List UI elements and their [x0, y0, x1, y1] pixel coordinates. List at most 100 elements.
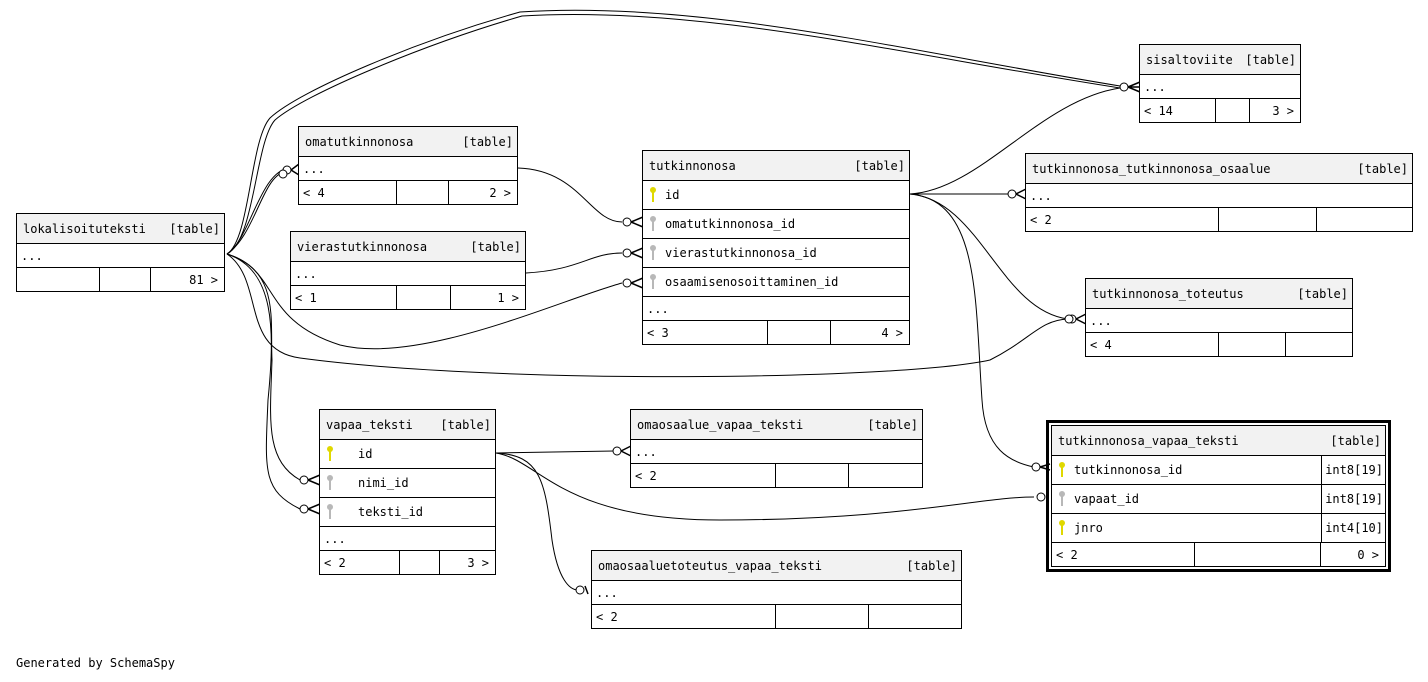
table-header[interactable]: omaosaaluetoteutus_vapaa_teksti [table]	[592, 551, 961, 580]
column-name: vapaat_id	[1074, 492, 1140, 506]
edge-lokalisoituteksti-omatutkinnonosa-2	[226, 171, 285, 255]
rows-count	[99, 268, 150, 291]
children-count[interactable]	[868, 605, 961, 628]
table-header[interactable]: tutkinnonosa_tutkinnonosa_osaalue[table]	[1026, 154, 1412, 183]
table-header[interactable]: tutkinnonosa[table]	[643, 151, 909, 180]
rows-count	[396, 181, 448, 204]
table-name[interactable]: omaosaaluetoteutus_vapaa_teksti	[598, 558, 822, 573]
column-type: int4[10]	[1321, 514, 1385, 542]
more-columns: ...	[17, 243, 224, 267]
parents-count[interactable]: < 2	[635, 468, 657, 483]
column-row[interactable]: omatutkinnonosa_id	[643, 209, 909, 238]
column-name: nimi_id	[358, 476, 409, 490]
children-count[interactable]: 0 >	[1320, 543, 1385, 566]
edge-tutkinnonosa-tvt	[909, 193, 1035, 468]
parents-count[interactable]: < 2	[324, 555, 346, 570]
edge-vierastutkinnonosa-tutkinnonosa	[525, 252, 623, 274]
table-omatutkinnonosa[interactable]: omatutkinnonosa[table] ... < 4 2 >	[298, 126, 518, 205]
parents-count[interactable]: < 4	[303, 185, 325, 200]
children-count[interactable]: 3 >	[1249, 99, 1300, 122]
table-lokalisoituteksti[interactable]: lokalisoituteksti[table] ... 81 >	[16, 213, 225, 292]
table-name[interactable]: sisaltoviite	[1146, 52, 1233, 67]
table-header[interactable]: sisaltoviite[table]	[1140, 45, 1300, 74]
column-row[interactable]: id	[643, 180, 909, 209]
column-name: vierastutkinnonosa_id	[665, 246, 817, 260]
edge-vapaa-omaosaaluetoteutus	[495, 452, 579, 591]
table-name[interactable]: lokalisoituteksti	[23, 221, 146, 236]
table-vapaa-teksti[interactable]: vapaa_teksti[table] id nimi_id teksti_id…	[319, 409, 496, 575]
edge-vapaa-omaosaalue	[495, 450, 615, 454]
table-header[interactable]: vapaa_teksti[table]	[320, 410, 495, 439]
table-name[interactable]: omaosaalue_vapaa_teksti	[637, 417, 804, 432]
edge-lokalisoituteksti-vapaa-nimi	[226, 253, 301, 481]
table-name[interactable]: vapaa_teksti	[326, 417, 413, 432]
children-count[interactable]	[848, 464, 922, 487]
table-name[interactable]: omatutkinnonosa	[305, 134, 414, 149]
column-row[interactable]: osaamisenosoittaminen_id	[643, 267, 909, 296]
table-header[interactable]: tutkinnonosa_vapaa_teksti[table]	[1052, 426, 1385, 455]
column-row[interactable]: vierastutkinnonosa_id	[643, 238, 909, 267]
children-count[interactable]	[1285, 333, 1352, 356]
rows-count	[775, 464, 848, 487]
table-vierastutkinnonosa[interactable]: vierastutkinnonosa[table] ... < 1 1 >	[290, 231, 526, 310]
column-row[interactable]: teksti_id	[320, 497, 495, 526]
children-count[interactable]: 4 >	[830, 321, 909, 344]
rows-count	[396, 286, 450, 309]
more-columns: ...	[592, 580, 961, 604]
generated-by-label: Generated by SchemaSpy	[16, 656, 175, 670]
children-count[interactable]: 1 >	[450, 286, 525, 309]
children-count[interactable]: 2 >	[448, 181, 517, 204]
parents-count[interactable]: < 2	[1056, 547, 1078, 562]
table-header[interactable]: vierastutkinnonosa[table]	[291, 232, 525, 261]
table-tag: [table]	[867, 417, 918, 432]
column-name: tutkinnonosa_id	[1074, 463, 1183, 477]
table-header[interactable]: omaosaalue_vapaa_teksti [table]	[631, 410, 922, 439]
table-header[interactable]: omatutkinnonosa[table]	[299, 127, 517, 156]
column-row[interactable]: nimi_id	[320, 468, 495, 497]
parents-count[interactable]: < 2	[596, 609, 618, 624]
primary-key-icon	[1058, 520, 1066, 536]
parents-count[interactable]	[17, 268, 99, 291]
table-tag: [table]	[1297, 286, 1348, 301]
table-name[interactable]: tutkinnonosa_toteutus	[1092, 286, 1244, 301]
parents-count[interactable]: < 1	[295, 290, 317, 305]
parents-count[interactable]: < 14	[1144, 103, 1173, 118]
rows-count	[767, 321, 830, 344]
table-tutkinnonosa-toteutus[interactable]: tutkinnonosa_toteutus[table] ... < 4	[1085, 278, 1353, 357]
children-count[interactable]: 81 >	[150, 268, 224, 291]
children-count[interactable]: 3 >	[439, 551, 495, 574]
table-tag: [table]	[906, 558, 957, 573]
column-row[interactable]: tutkinnonosa_id int8[19]	[1052, 455, 1385, 484]
table-omaosaaluetoteutus-vapaa-teksti[interactable]: omaosaaluetoteutus_vapaa_teksti [table] .…	[591, 550, 962, 629]
parents-count[interactable]: < 2	[1030, 212, 1052, 227]
rows-count	[1218, 208, 1316, 231]
table-tutkinnonosa-vapaa-teksti[interactable]: tutkinnonosa_vapaa_teksti[table] tutkinn…	[1046, 420, 1391, 572]
column-type: int8[19]	[1321, 456, 1385, 484]
table-footer: 81 >	[17, 267, 224, 291]
children-count[interactable]	[1316, 208, 1412, 231]
table-name[interactable]: tutkinnonosa	[649, 158, 736, 173]
table-name[interactable]: vierastutkinnonosa	[297, 239, 428, 254]
table-name[interactable]: tutkinnonosa_vapaa_teksti	[1058, 433, 1239, 448]
table-header[interactable]: lokalisoituteksti[table]	[17, 214, 224, 243]
table-tutkinnonosa-tutkinnonosa-osaalue[interactable]: tutkinnonosa_tutkinnonosa_osaalue[table]…	[1025, 153, 1413, 232]
primary-key-icon	[1058, 462, 1066, 478]
parents-count[interactable]: < 4	[1090, 337, 1112, 352]
table-footer: < 2 3 >	[320, 550, 495, 574]
table-header[interactable]: tutkinnonosa_toteutus [table]	[1086, 279, 1352, 308]
table-name[interactable]: tutkinnonosa_tutkinnonosa_osaalue	[1032, 161, 1271, 176]
edge-omatutkinnonosa-tutkinnonosa	[517, 167, 623, 223]
edge-lokalisoituteksti-tutkinnonosa	[226, 253, 623, 350]
table-tutkinnonosa[interactable]: tutkinnonosa[table] id omatutkinnonosa_i…	[642, 150, 910, 345]
rows-count	[775, 605, 868, 628]
table-omaosaalue-vapaa-teksti[interactable]: omaosaalue_vapaa_teksti[table] ... < 2	[630, 409, 923, 488]
table-sisaltoviite[interactable]: sisaltoviite[table] ... < 14 3 >	[1139, 44, 1301, 123]
column-name: id	[665, 188, 680, 202]
table-footer: < 2	[592, 604, 961, 628]
column-row[interactable]: id	[320, 439, 495, 468]
foreign-key-icon	[1058, 491, 1066, 507]
column-name: jnro	[1074, 521, 1103, 535]
column-row[interactable]: jnro int4[10]	[1052, 513, 1385, 542]
parents-count[interactable]: < 3	[647, 325, 669, 340]
